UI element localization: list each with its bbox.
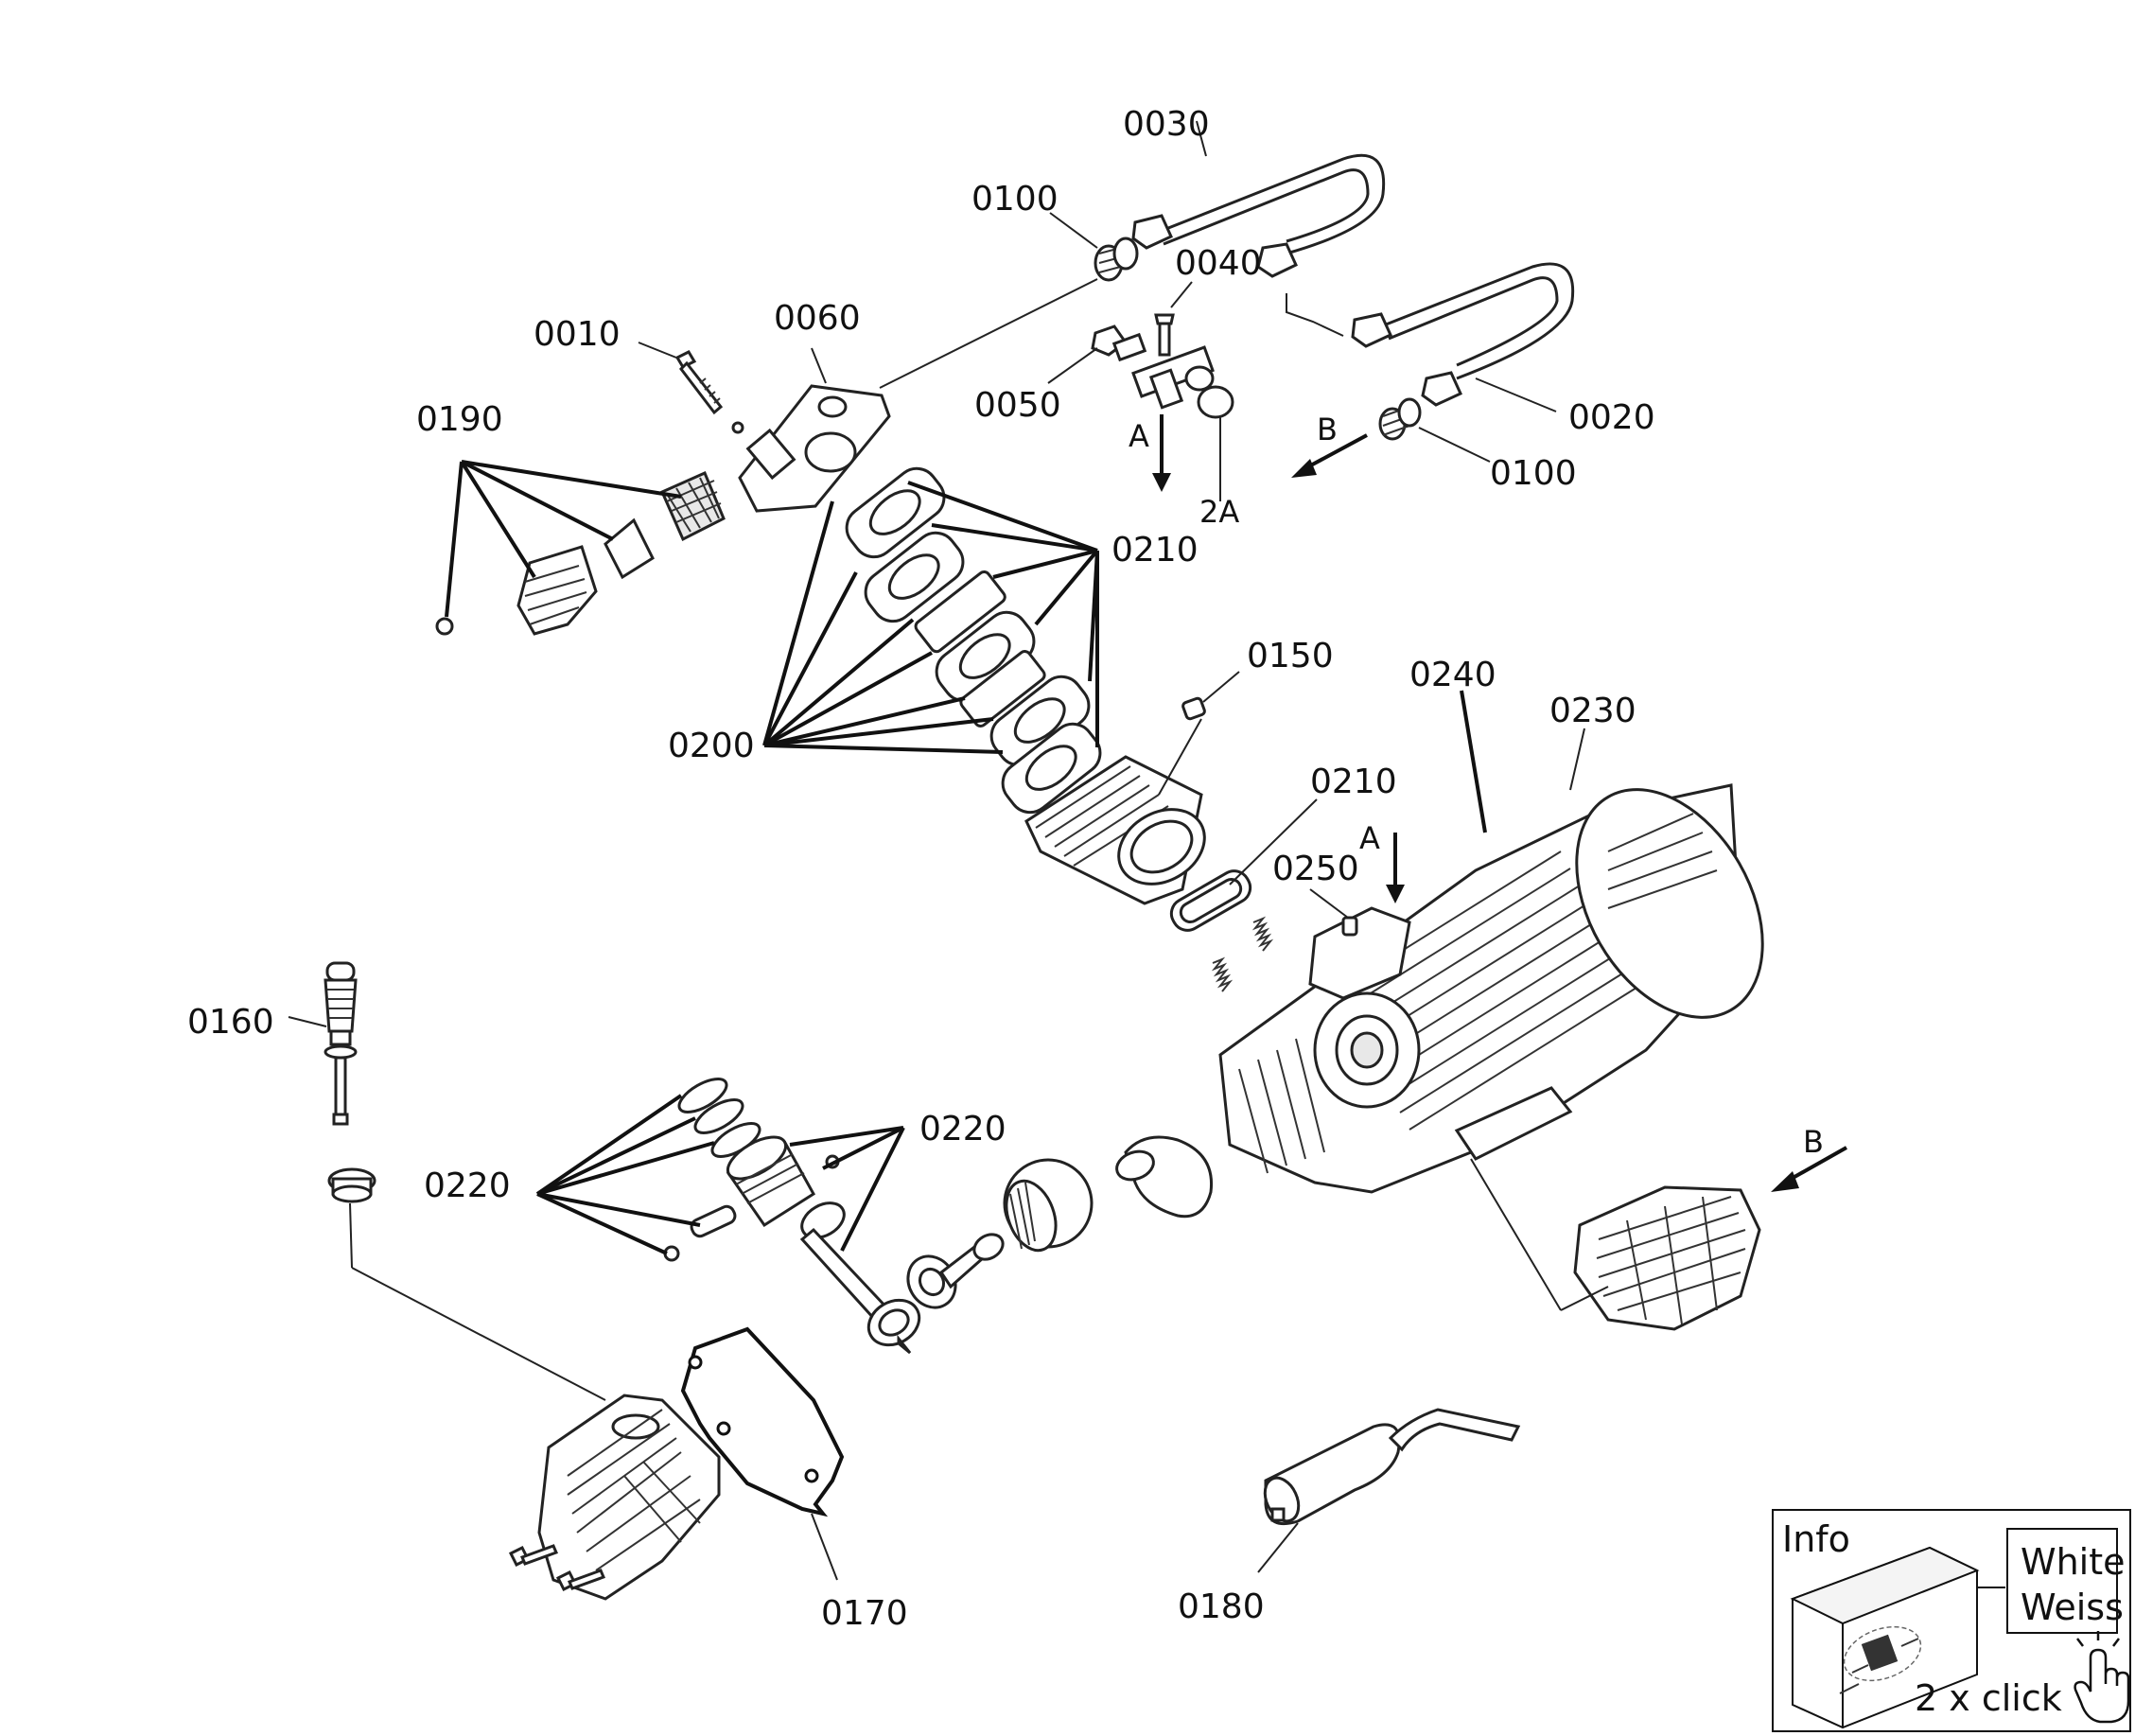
arrow-B-top (1291, 433, 1368, 478)
leader-0240 (1460, 690, 1487, 833)
nipple-0100-top[interactable] (1094, 237, 1139, 282)
motor-housing[interactable] (1218, 757, 1801, 1194)
callout-0210-lower: 0210 (1310, 763, 1397, 801)
leader-0020 (1475, 377, 1557, 412)
callout-0030: 0030 (1123, 105, 1210, 144)
valve-plate-0060[interactable] (738, 384, 891, 513)
springs[interactable] (1211, 916, 1274, 992)
leader-0160 (288, 1016, 327, 1027)
callout-0220-right: 0220 (919, 1110, 1006, 1149)
callout-arrow-B-top: B (1317, 412, 1338, 447)
crankshaft-eccentric[interactable] (1112, 1135, 1214, 1219)
second-rod[interactable] (899, 1230, 1007, 1317)
callout-0150: 0150 (1247, 637, 1334, 675)
leader-0150 (1202, 671, 1240, 703)
callout-0020: 0020 (1568, 398, 1655, 437)
callout-0160: 0160 (187, 1003, 274, 1042)
connecting-rod-0220[interactable] (796, 1196, 927, 1355)
valve-0160[interactable] (324, 961, 376, 1203)
cylinder[interactable] (1024, 755, 1218, 905)
bolts-crankcase[interactable] (508, 1544, 606, 1592)
leader-fan-0220-right (789, 1126, 905, 1252)
callout-arrow-B-fan: B (1803, 1124, 1824, 1160)
callout-0210-top: 0210 (1111, 531, 1199, 570)
leader-0030 (1196, 120, 1207, 157)
fan-cover[interactable] (1573, 1185, 1761, 1331)
info-title: Info (1782, 1518, 1850, 1560)
leader-0040 (1170, 281, 1193, 308)
callout-0040: 0040 (1175, 244, 1262, 283)
leader-0170 (811, 1513, 838, 1581)
leader-0010 (638, 342, 677, 359)
callout-0220-left: 0220 (424, 1166, 511, 1205)
gasket-0210-lower[interactable] (1166, 866, 1256, 936)
piston-rings-0220[interactable] (674, 1073, 764, 1164)
callout-0050: 0050 (974, 386, 1061, 425)
leader-fan-cover-2 (1560, 1286, 1609, 1311)
callout-0230: 0230 (1549, 692, 1636, 730)
callout-0010: 0010 (534, 315, 621, 354)
info-box[interactable]: Info White Weiss 2 x click (1772, 1509, 2131, 1732)
callout-0250: 0250 (1272, 850, 1359, 888)
callout-0100-top: 0100 (971, 180, 1059, 219)
leader-0160-crank (351, 1267, 606, 1401)
color-weiss-label: Weiss (2021, 1587, 2124, 1628)
color-white-label: White (2021, 1541, 2126, 1583)
leader-0250 (1309, 888, 1349, 919)
callout-0170: 0170 (821, 1594, 908, 1633)
arrow-A-top (1152, 414, 1171, 492)
callout-arrow-A-top: A (1129, 418, 1149, 454)
callout-0060: 0060 (774, 299, 861, 338)
info-thumbnail[interactable] (1790, 1546, 1980, 1729)
callout-0100-right: 0100 (1490, 454, 1577, 493)
leader-0210-lower (1229, 798, 1318, 886)
second-piston[interactable] (997, 1158, 1094, 1257)
leader-fan-0210-top (907, 481, 1099, 747)
leader-0050 (1047, 347, 1098, 384)
callout-arrow-A-motor: A (1359, 820, 1380, 856)
callout-0180: 0180 (1178, 1587, 1265, 1626)
pipe-0030[interactable] (1131, 153, 1386, 278)
leader-0040-pipe (1286, 293, 1344, 337)
bolt-0010[interactable] (674, 350, 744, 434)
nipple-0100-right[interactable] (1378, 397, 1422, 441)
elbow-0050[interactable] (1091, 324, 1147, 362)
gasket-0170[interactable] (680, 1326, 845, 1517)
callout-0240: 0240 (1409, 656, 1496, 694)
color-option-box[interactable] (2006, 1528, 2118, 1634)
capacitor-0180[interactable] (1258, 1408, 1521, 1527)
leader-fan-cover (1470, 1158, 1562, 1311)
crankcase[interactable] (537, 1394, 721, 1601)
piston-0220[interactable] (722, 1129, 815, 1228)
leader-0100-right (1418, 427, 1491, 463)
t-fitting-0040[interactable] (1131, 313, 1234, 419)
pipe-0020[interactable] (1351, 262, 1575, 407)
leader-0160-down (349, 1202, 353, 1269)
double-click-hint: 2 x click (1915, 1677, 2062, 1719)
leader-fan-0190 (445, 460, 682, 618)
leader-0150-cyl (1158, 718, 1202, 796)
leader-0100-top (1049, 212, 1098, 249)
hand-pointer-icon (2074, 1631, 2130, 1724)
leader-0100-to-0060 (879, 278, 1098, 389)
callout-0190: 0190 (416, 400, 503, 439)
arrow-A-motor (1386, 833, 1405, 903)
terminal-box-0250[interactable] (1308, 906, 1411, 1000)
leader-0180 (1257, 1522, 1299, 1573)
leader-0060 (811, 347, 827, 384)
leader-fan-0200 (762, 500, 1004, 754)
callout-0200: 0200 (668, 727, 755, 765)
screw-0150[interactable] (1181, 696, 1206, 721)
reed-valve-group-0190[interactable] (435, 471, 726, 636)
leader-0230 (1569, 728, 1585, 791)
arrow-B-fan (1771, 1146, 1847, 1192)
callout-2A: 2A (1199, 494, 1239, 530)
leader-fan-0220-left (535, 1094, 715, 1255)
gasket-stack-0200[interactable] (838, 460, 1109, 820)
